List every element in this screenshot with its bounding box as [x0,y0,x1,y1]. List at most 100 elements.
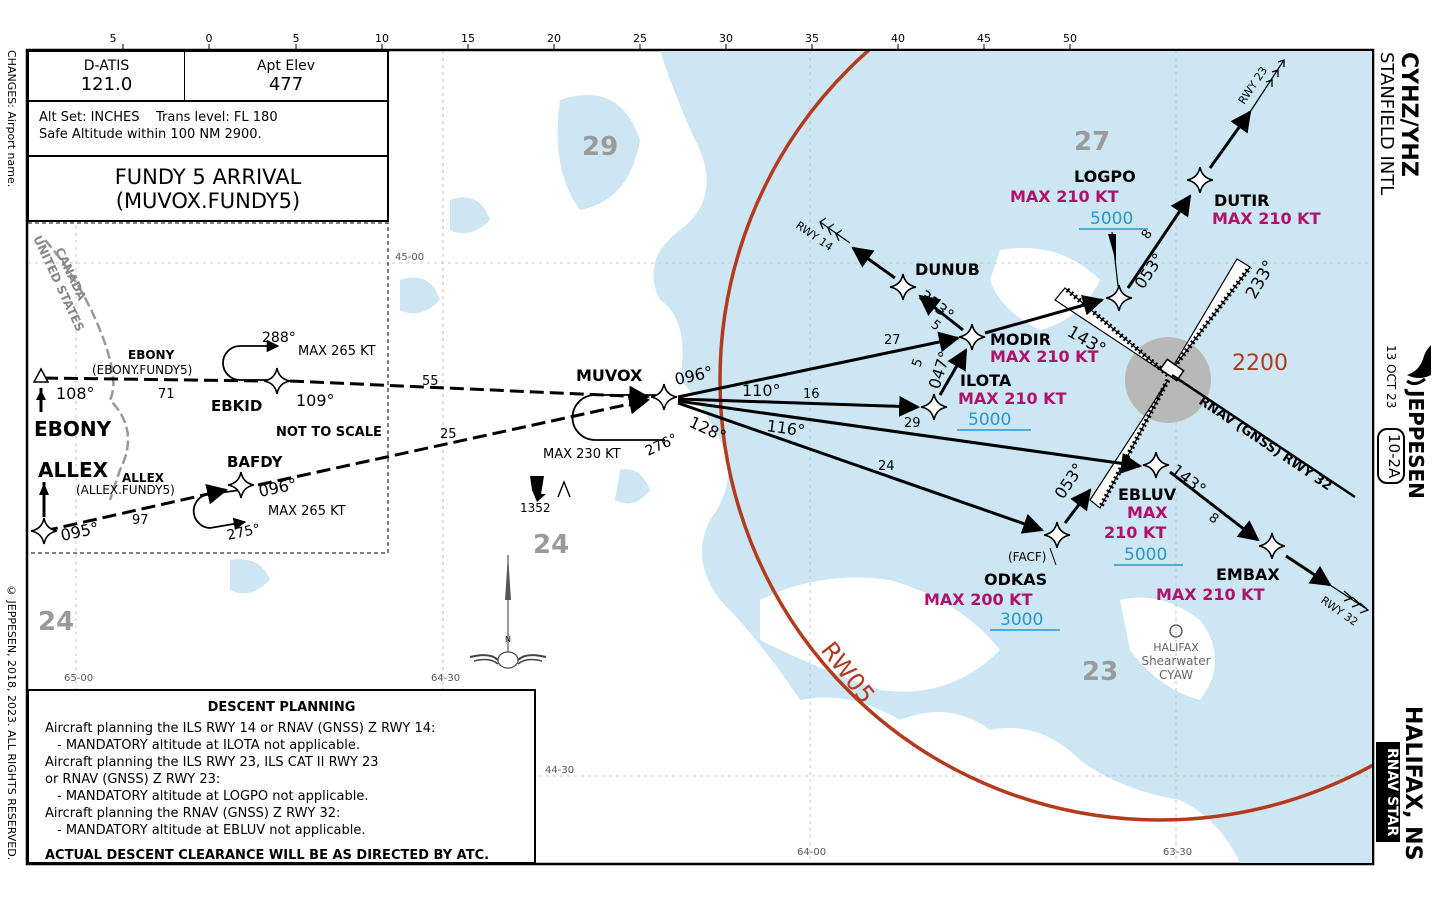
safe-alt: Safe Altitude within 100 NM 2900. [39,127,262,142]
odkas-leader [1049,547,1057,566]
dist-29: 29 [904,416,921,431]
lat-45-00: 45-00 [395,252,424,263]
embax-speed: MAX 210 KT [1156,585,1265,604]
ebony-dist: 71 [158,387,175,402]
descent-line-3: Aircraft planning the ILS RWY 23, ILS CA… [45,755,379,770]
ebkid-muvox-dist: 55 [422,374,439,389]
msa-24-center: 24 [533,530,569,560]
elev-cell: Apt Elev 477 [185,52,387,100]
atis-cell: D-ATIS 121.0 [29,52,185,100]
jeppesen-logo [1405,345,1433,387]
muvox-modir-leg [677,331,961,399]
dutir-name: DUTIR [1214,191,1269,210]
allex-trans-sub: (ALLEX.FUNDY5) [76,483,175,497]
inset-border [28,222,389,554]
lon-63-30: 63-30 [1163,847,1192,858]
descent-line-5: - MANDATORY altitude at LOGPO not applic… [57,789,369,804]
ebkid-hold-course: 288° [262,330,296,346]
rw05-arc [718,51,1372,822]
bafdy-muvox-dist: 25 [440,427,457,442]
logpo-leader-tip [1108,234,1116,262]
runway-symbol [1159,358,1185,382]
obstacle-arrow [530,476,546,502]
scale-5: 5 [293,32,300,45]
scale-50: 50 [1063,32,1077,45]
shearwater-line2: Shearwater [1141,654,1210,668]
north-arrow: N [469,555,547,669]
ebluv-alt: 5000 [1124,545,1167,565]
odkas-speed: MAX 200 KT [924,590,1033,609]
chart-number: 10-2A [1377,428,1405,485]
ebkid-out-course: 109° [296,391,335,410]
rwy23-arrows [1249,59,1285,113]
scale-0: 0 [206,32,213,45]
ebluv-name: EBLUV [1118,485,1177,504]
rwy32-arrows [1329,584,1370,614]
modir-name: MODIR [990,330,1051,349]
descent-footer: ACTUAL DESCENT CLEARANCE WILL BE AS DIRE… [45,848,490,863]
descent-title: DESCENT PLANNING [207,700,356,715]
atis-freq[interactable]: 121.0 [80,74,133,95]
descent-planning-box: DESCENT PLANNING Aircraft planning the I… [27,689,536,864]
airport-code: CYHZ/YHZ [1396,52,1421,177]
dunub-rwy14-leg [851,246,896,280]
logpo-name: LOGPO [1074,167,1136,186]
bafdy-name: BAFDY [227,453,284,471]
header-freq-box: D-ATIS 121.0 Apt Elev 477 [27,50,389,102]
bafdy-hold-course: 275° [226,521,262,544]
logpo-dutir-leg [1126,194,1192,289]
scale-10: 10 [375,32,389,45]
odkas-053-leg [1063,488,1092,524]
alt-trans-line: Alt Set: INCHES Trans level: FL 180 [39,109,377,126]
obstacle-elev: 1352 [520,501,551,515]
title-line1: FUNDY 5 ARRIVAL [114,165,302,189]
embax-name: EMBAX [1216,565,1280,584]
muvox-odkas-leg [677,401,1044,534]
bafdy-hold [192,489,247,531]
trans-level: Trans level: FL 180 [156,110,278,125]
chart-type: RNAV STAR [1376,742,1400,843]
odkas-alt: 3000 [1000,610,1043,630]
ilota-speed: MAX 210 KT [958,389,1067,408]
city-name: HALIFAX, NS [1400,706,1425,861]
lon-64-00: 64-00 [797,847,826,858]
border-line [44,239,130,501]
msa-27: 27 [1074,127,1110,157]
rnav32-track [1171,373,1356,499]
water-areas [230,51,1372,863]
modir-speed: MAX 210 KT [990,347,1099,366]
scale-40: 40 [891,32,905,45]
descent-line-7: - MANDATORY altitude at EBLUV not applic… [57,823,366,838]
localizer-05 [1089,378,1171,510]
ebony-symbol[interactable] [32,367,50,383]
shearwater-icon [1169,624,1183,638]
alt-set: Alt Set: INCHES [39,110,140,125]
localizer-23 [1166,258,1252,377]
scale-30: 30 [719,32,733,45]
ebony-name: EBONY [34,417,112,441]
ebony-stem-tip [36,390,46,400]
descent-line-6: Aircraft planning the RNAV (GNSS) Z RWY … [45,806,341,821]
bafdy-muvox-route [257,393,651,487]
obstacle-icon [557,480,571,498]
scale-45: 45 [977,32,991,45]
odkas-facf: (FACF) [1008,550,1046,564]
logpo-speed: MAX 210 KT [1010,187,1119,206]
ebkid-hold [222,339,280,381]
ilota-modir-leg [938,348,968,396]
changes-note: CHANGES: Airport name. [5,50,18,188]
svg-text:N: N [505,635,511,644]
muvox-ebluv-leg [677,399,1143,474]
msa-29: 29 [582,132,618,162]
allex-name: ALLEX [38,458,109,482]
ebkid-hold-speed: MAX 265 KT [298,344,376,359]
lon-65-00: 65-00 [64,673,93,684]
odkas-name: ODKAS [984,570,1047,589]
ebluv-speed2: 210 KT [1104,523,1166,542]
ilota-name: ILOTA [960,371,1012,390]
ilota-alt: 5000 [968,410,1011,430]
lat-44-30: 44-30 [545,765,574,776]
top-scale [122,44,1071,50]
muvox-ilota-leg [677,395,921,417]
